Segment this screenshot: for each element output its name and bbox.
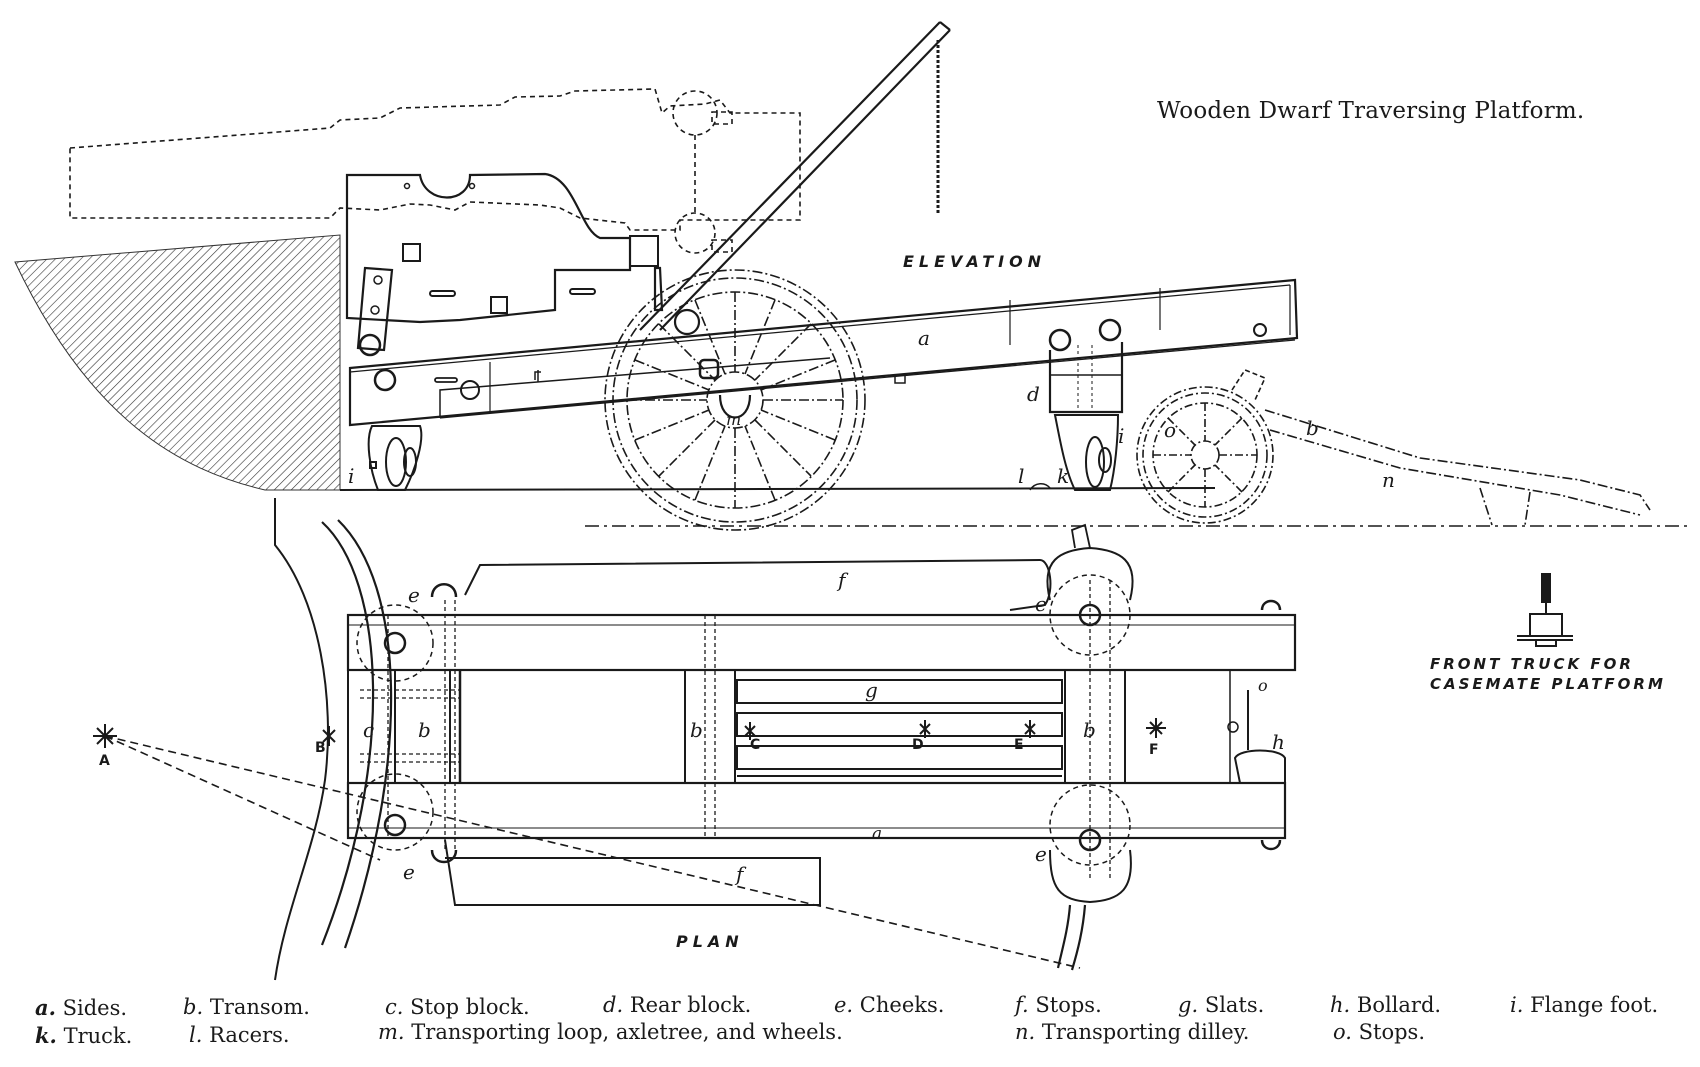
cheek-wheels-e — [356, 574, 1131, 866]
pivot-point-c: C — [750, 737, 761, 753]
plan-label-e-top-left: e — [408, 583, 420, 607]
elevation-label-m: m — [726, 410, 742, 429]
elevation-label-b: b — [1306, 416, 1319, 440]
plan-side-top — [346, 613, 1297, 672]
gun-carriage — [345, 172, 632, 324]
pivot-point-f: F — [1149, 742, 1159, 758]
plan-label-h: h — [1272, 730, 1285, 754]
legend-item-l: l. Racers. — [189, 1023, 290, 1047]
elevation-label-o: o — [1164, 418, 1177, 442]
front-truck-caption: FRONT TRUCK FOR CASEMATE PLATFORM — [1430, 654, 1666, 694]
plan-label-e-bottom-left: e — [403, 860, 415, 884]
figure-title: Wooden Dwarf Traversing Platform. — [1157, 98, 1585, 124]
front-truck-caption-line1: FRONT TRUCK FOR — [1430, 655, 1634, 673]
pivot-marks — [93, 718, 1166, 748]
legend-item-e: e. Cheeks. — [834, 993, 945, 1017]
wall-line — [274, 498, 329, 981]
platform-side-a — [348, 278, 1299, 427]
stop-f-bottom — [444, 839, 821, 906]
elevation-label-d: d — [1027, 382, 1040, 406]
elevation-label-a: a — [918, 326, 930, 350]
pivot-point-e: E — [1014, 737, 1024, 753]
front-truck-inset — [1517, 573, 1573, 647]
legend-item-i: i. Flange foot. — [1510, 993, 1659, 1017]
stop-f-top — [464, 558, 1052, 611]
plan-label-e-top-right: e — [1035, 592, 1047, 616]
elevation-label-k: k — [1057, 464, 1070, 488]
plan-label-g: g — [865, 678, 878, 702]
legend-item-g: g. Slats. — [1178, 993, 1265, 1017]
bolt-lines — [360, 580, 1111, 880]
plan-side-bottom — [346, 781, 1287, 840]
elevation-label-i-rear: i — [1118, 424, 1125, 448]
rear-truck-housing-top — [1046, 546, 1134, 601]
transporting-dilley-wheel — [1136, 386, 1274, 524]
transporting-dilley-n — [1264, 409, 1651, 526]
plan-label-a: a — [872, 824, 883, 844]
elevation-label: ELEVATION — [903, 252, 1047, 271]
elevation-label-i-front: i — [348, 464, 355, 488]
pivot-point-b: B — [315, 740, 326, 756]
front-truck — [367, 425, 423, 491]
elevation-label-n: n — [1382, 468, 1395, 492]
bollard-h — [1233, 749, 1286, 784]
legend-item-k: k. Truck. — [35, 1023, 133, 1048]
legend-item-o: o. Stops. — [1333, 1020, 1426, 1044]
plan-label: PLAN — [676, 932, 744, 951]
legend-item-h: h. Bollard. — [1330, 993, 1442, 1017]
sight-lines — [104, 735, 1081, 969]
elevation-view — [14, 21, 1690, 531]
plan-label-e-bottom-right: e — [1035, 842, 1047, 866]
slats-g — [736, 679, 1063, 777]
plan-label-b-left: b — [418, 718, 431, 742]
racer-arc — [320, 521, 375, 946]
plan-label-c: c — [363, 718, 375, 742]
rear-truck — [1053, 414, 1120, 491]
pivot-point-a: A — [99, 753, 110, 769]
legend-item-d: d. Rear block. — [603, 993, 752, 1017]
front-truck-caption-line2: CASEMATE PLATFORM — [1430, 675, 1666, 693]
legend-item-f: f. Stops. — [1015, 993, 1102, 1017]
gun-outline-dashed — [69, 88, 801, 254]
legend-item-b: b. Transom. — [183, 995, 310, 1019]
rear-truck-housing-bottom — [1049, 849, 1132, 904]
legend-item-c: c. Stop block. — [385, 995, 530, 1019]
parapet-wall — [14, 234, 341, 491]
ground-line — [339, 487, 1216, 491]
legend-item-a: a. Sides. — [35, 995, 128, 1020]
plan-view — [93, 498, 1297, 981]
plan-label-b-middle: b — [690, 718, 703, 742]
plan-label-f-bottom: f — [736, 862, 744, 886]
legend-item-n: n. Transporting dilley. — [1015, 1020, 1250, 1044]
rear-block-d — [1048, 342, 1124, 414]
elevation-label-l: l — [1018, 464, 1025, 488]
plan-label-b-right: b — [1083, 718, 1096, 742]
handspike-lever — [639, 21, 951, 336]
transporting-wheel-m — [604, 269, 866, 531]
pivot-point-d: D — [912, 737, 924, 753]
plan-label-o: o — [1258, 676, 1268, 695]
plan-label-f-top: f — [838, 568, 846, 592]
legend: a. Sides. b. Transom. c. Stop block. d. … — [0, 990, 1700, 1060]
legend-item-m: m. Transporting loop, axletree, and whee… — [378, 1020, 843, 1044]
